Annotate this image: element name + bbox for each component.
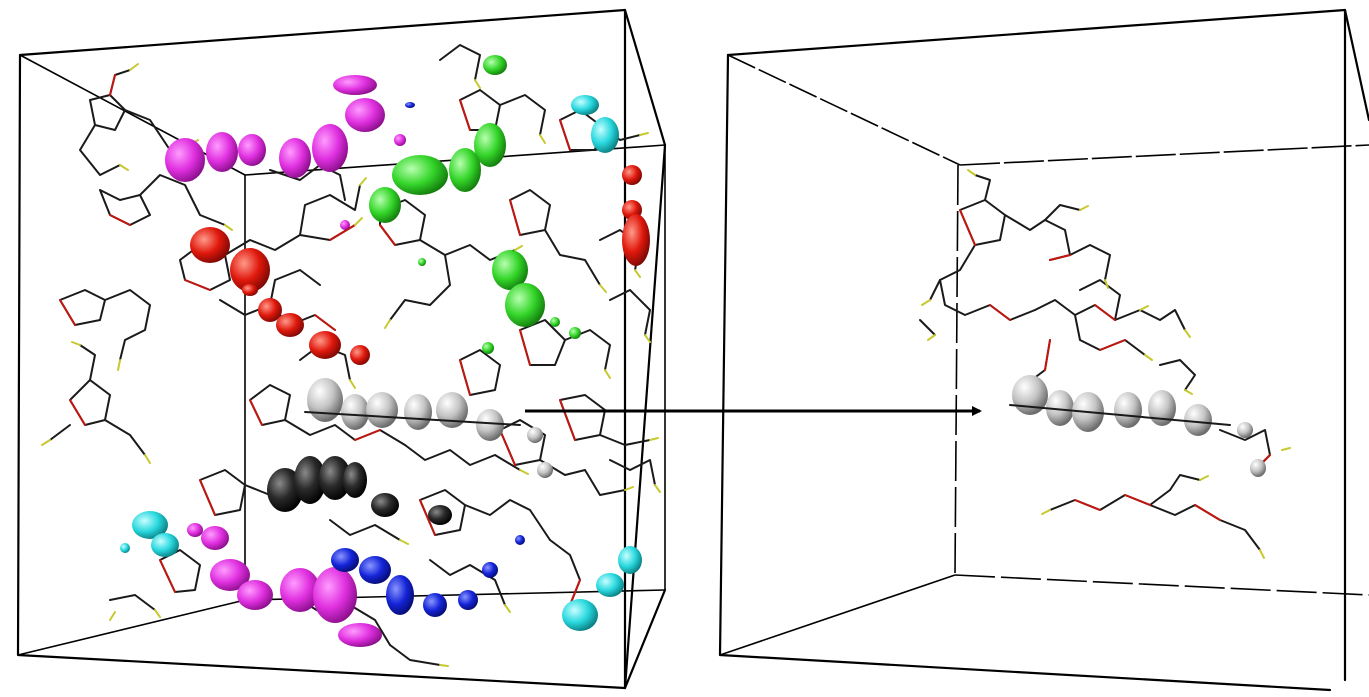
left-simulation-box [16,8,667,690]
gray-isosurfaces-left [307,378,553,478]
right-box-edges [718,8,1369,692]
black-isosurfaces [267,456,452,525]
blue-isosurfaces [331,102,525,617]
right-molecule-network [919,169,1291,559]
green-isosurfaces [369,55,581,354]
cyan-isosurfaces [120,95,642,631]
right-simulation-box [718,8,1369,692]
red-isosurfaces [190,165,650,365]
magenta-isosurfaces [165,75,406,647]
gray-isosurfaces-right [1012,375,1266,477]
